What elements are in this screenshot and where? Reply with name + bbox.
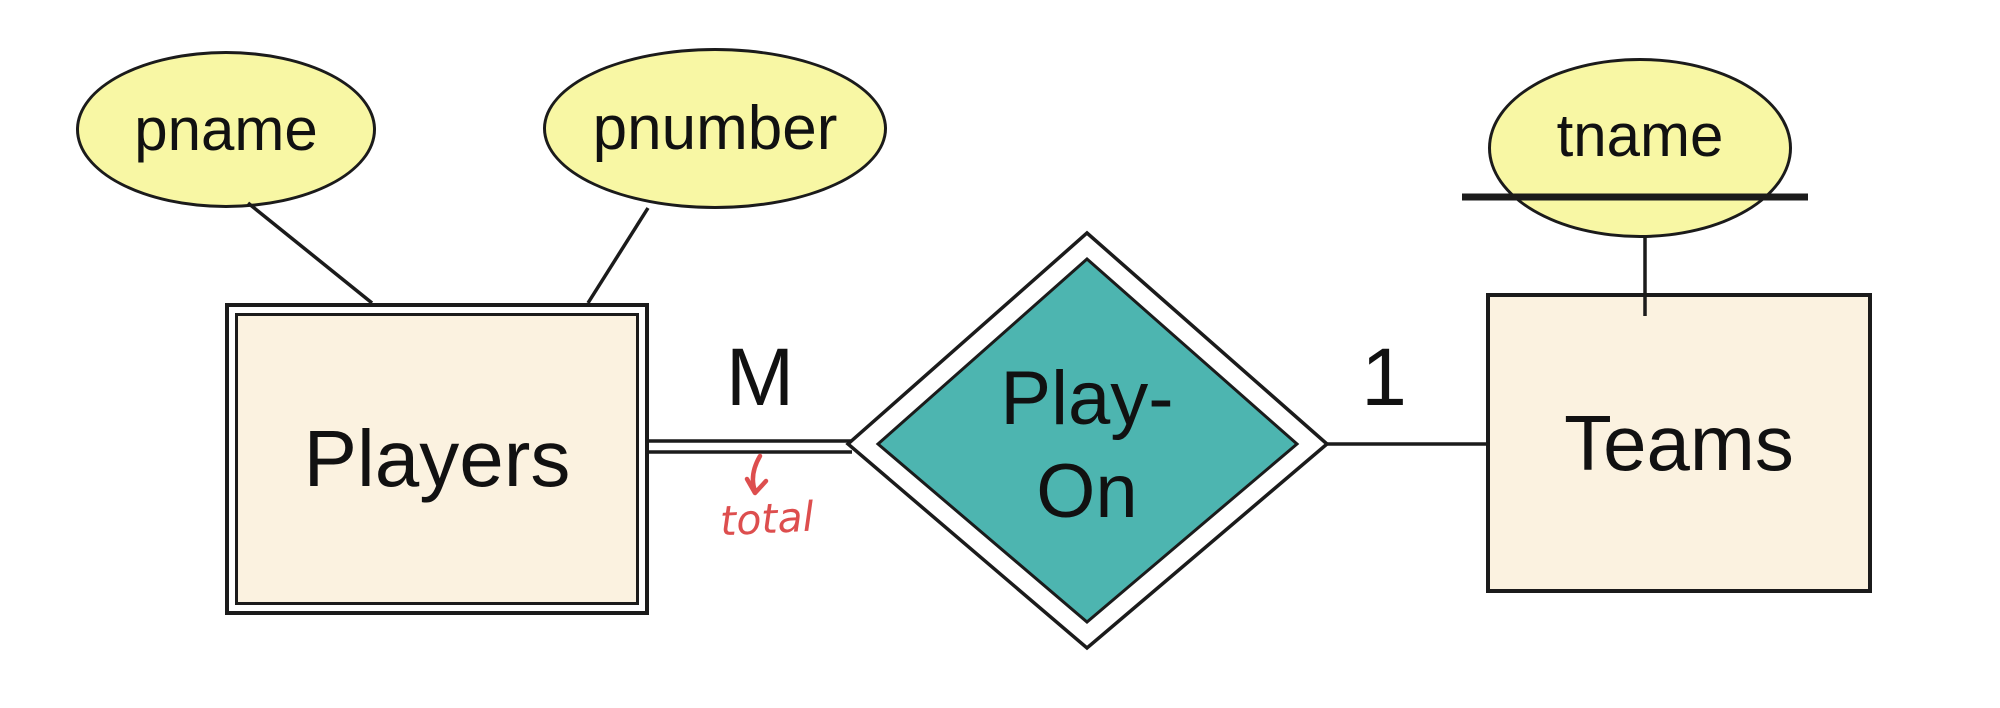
entity-teams-box: Teams bbox=[1486, 293, 1872, 593]
relationship-label-play-on: Play- On bbox=[967, 352, 1207, 538]
attribute-label-pnumber: pnumber bbox=[592, 94, 838, 163]
cardinality-m-text: M bbox=[725, 331, 795, 423]
entity-label-teams: Teams bbox=[1564, 398, 1794, 487]
attribute-label-tname: tname bbox=[1556, 101, 1724, 169]
entity-players-box: Players bbox=[225, 303, 649, 615]
attribute-ellipse-tname: tname bbox=[1488, 58, 1792, 238]
total-annotation-word: total bbox=[718, 492, 816, 546]
pnumber-connector-line bbox=[586, 207, 650, 304]
pname-connector-line bbox=[246, 201, 374, 305]
cardinality-label-m: M bbox=[705, 330, 815, 425]
relationship-label-line2: On bbox=[1036, 449, 1138, 534]
cardinality-label-1: 1 bbox=[1339, 330, 1429, 425]
cardinality-1-text: 1 bbox=[1361, 331, 1407, 423]
total-annotation-text: total bbox=[699, 493, 835, 546]
entity-label-players: Players bbox=[303, 414, 571, 503]
attribute-ellipse-pnumber: pnumber bbox=[543, 48, 887, 209]
total-annotation-arrow-shaft bbox=[750, 453, 763, 494]
attribute-label-pname: pname bbox=[134, 96, 318, 163]
total-annotation-arrowhead bbox=[744, 476, 769, 496]
relationship-label-line1: Play- bbox=[1000, 356, 1174, 441]
entity-players-inner-border: Players bbox=[235, 313, 639, 605]
attribute-ellipse-pname: pname bbox=[76, 51, 376, 208]
